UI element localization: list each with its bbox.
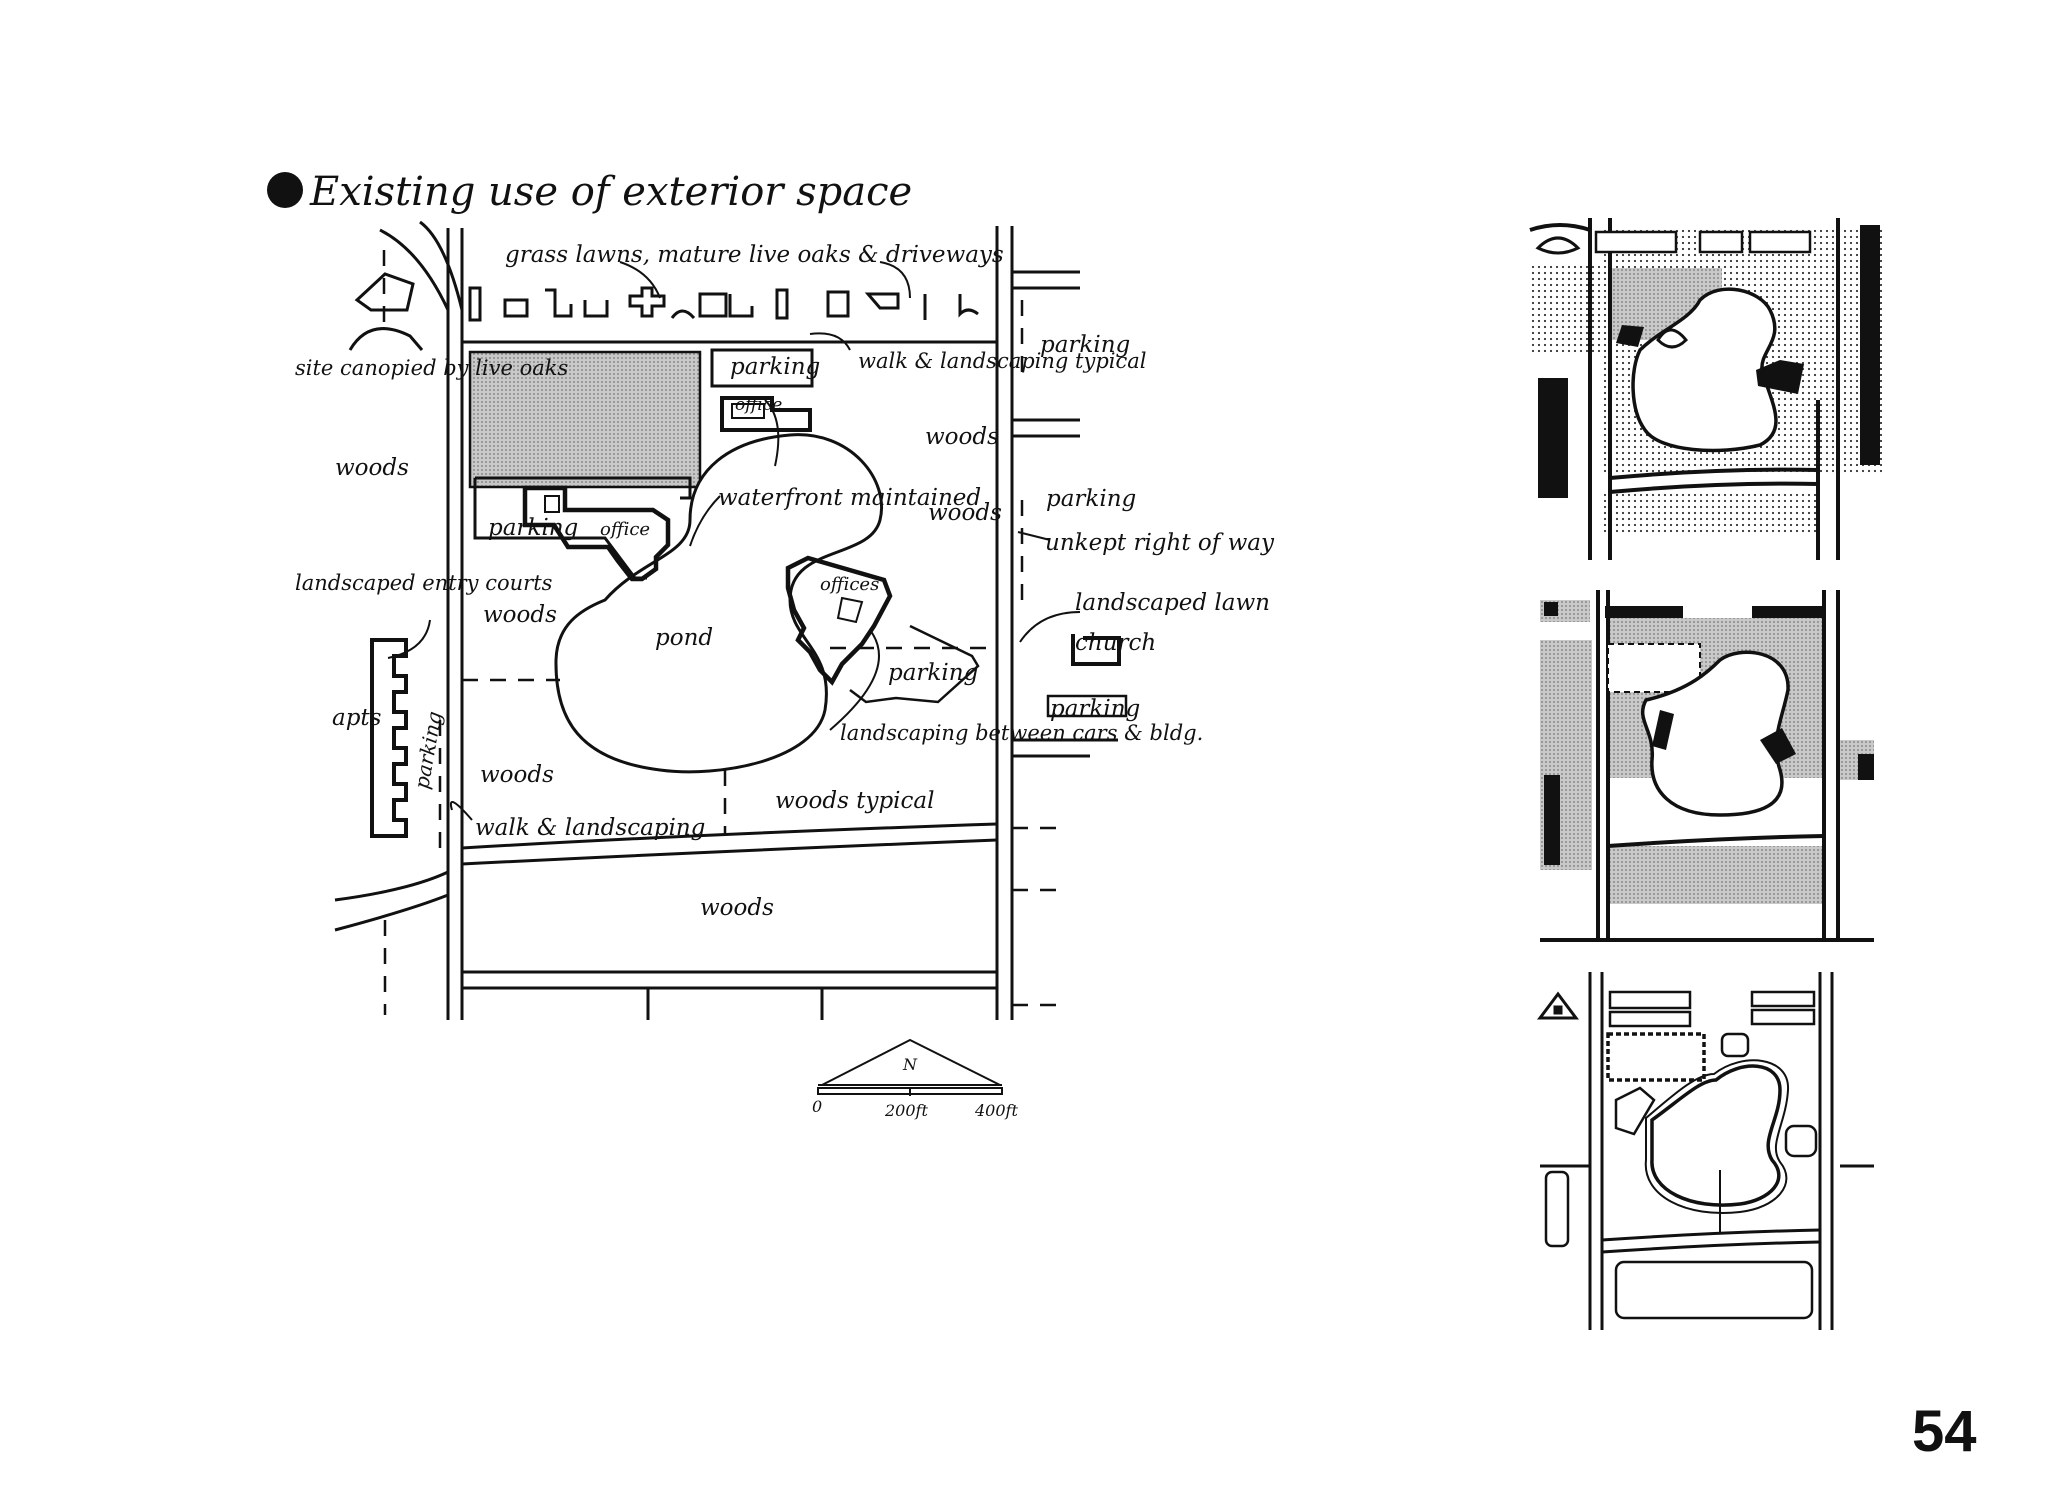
- mid-left-office: [473, 476, 692, 582]
- scale-200ft: 200ft: [884, 1101, 928, 1120]
- label-office-top: office: [735, 395, 782, 415]
- label-parking-right-2: parking: [1046, 486, 1136, 512]
- label-parking-mid: parking: [488, 515, 578, 541]
- label-unkept: unkept right of way: [1045, 530, 1275, 556]
- thumbnail-plan-2: [1540, 590, 1874, 942]
- label-grass-lawns: grass lawns, mature live oaks & driveway…: [505, 242, 1004, 268]
- label-woods-lower-left: woods: [480, 762, 554, 788]
- label-woods-right-2: woods: [928, 500, 1002, 526]
- label-landscaping-between: landscaping between cars & bldg.: [840, 721, 1203, 745]
- page-number: 54: [1912, 1399, 1977, 1464]
- label-parking-top: parking: [730, 354, 820, 380]
- annotation-labels: grass lawns, mature live oaks & driveway…: [295, 242, 1275, 921]
- label-woods-center: woods: [483, 602, 557, 628]
- dashed-boundaries: [382, 250, 1060, 1015]
- label-church: church: [1075, 630, 1156, 656]
- thumbnail-plan-1: [1529, 218, 1882, 560]
- bullet-dot: [267, 172, 303, 208]
- house-row: [468, 286, 979, 322]
- label-walk-landscaping: walk & landscaping: [475, 815, 705, 841]
- label-apts: apts: [332, 705, 382, 731]
- scale-bar: [817, 1038, 1003, 1096]
- label-landscaped-lawn: landscaped lawn: [1075, 590, 1270, 616]
- label-woods-typical: woods typical: [775, 788, 934, 814]
- label-landscaped-entry: landscaped entry courts: [295, 571, 553, 595]
- label-parking-right-3: parking: [1050, 696, 1140, 722]
- label-waterfront: waterfront maintained: [718, 485, 981, 511]
- main-site-plan: [334, 220, 1118, 1020]
- church-building: [1071, 634, 1121, 666]
- label-parking-lower: parking: [888, 660, 978, 686]
- label-site-canopied: site canopied by live oaks: [295, 356, 568, 380]
- label-woods-right-1: woods: [925, 424, 999, 450]
- label-walk-typical: walk & landscaping typical: [858, 349, 1147, 373]
- label-offices: offices: [820, 574, 879, 595]
- right-offices: [785, 555, 980, 704]
- scale-400ft: 400ft: [974, 1101, 1018, 1120]
- site-canopy-drive: [348, 327, 424, 351]
- thumbnail-plan-3: [1537, 972, 1874, 1330]
- site-canopy-building: [354, 272, 415, 312]
- label-parking-right-1: parking: [1040, 332, 1130, 358]
- label-woods-bottom: woods: [700, 895, 774, 921]
- north-arrow: [821, 1038, 1001, 1086]
- north-label: N: [902, 1055, 918, 1074]
- label-office-mid: office: [600, 519, 650, 540]
- grass-lawn-field: [468, 350, 702, 489]
- annotation-leaders: [387, 261, 1081, 821]
- diagram-title: Existing use of exterior space: [309, 169, 912, 215]
- apartments: [370, 638, 408, 838]
- church-parking: [1046, 694, 1128, 718]
- top-office-block: [710, 348, 814, 432]
- label-pond: pond: [655, 625, 713, 651]
- scale-zero: 0: [812, 1097, 822, 1116]
- label-woods-left: woods: [335, 455, 409, 481]
- scale-labels: N 0 200ft 400ft: [812, 1055, 1018, 1120]
